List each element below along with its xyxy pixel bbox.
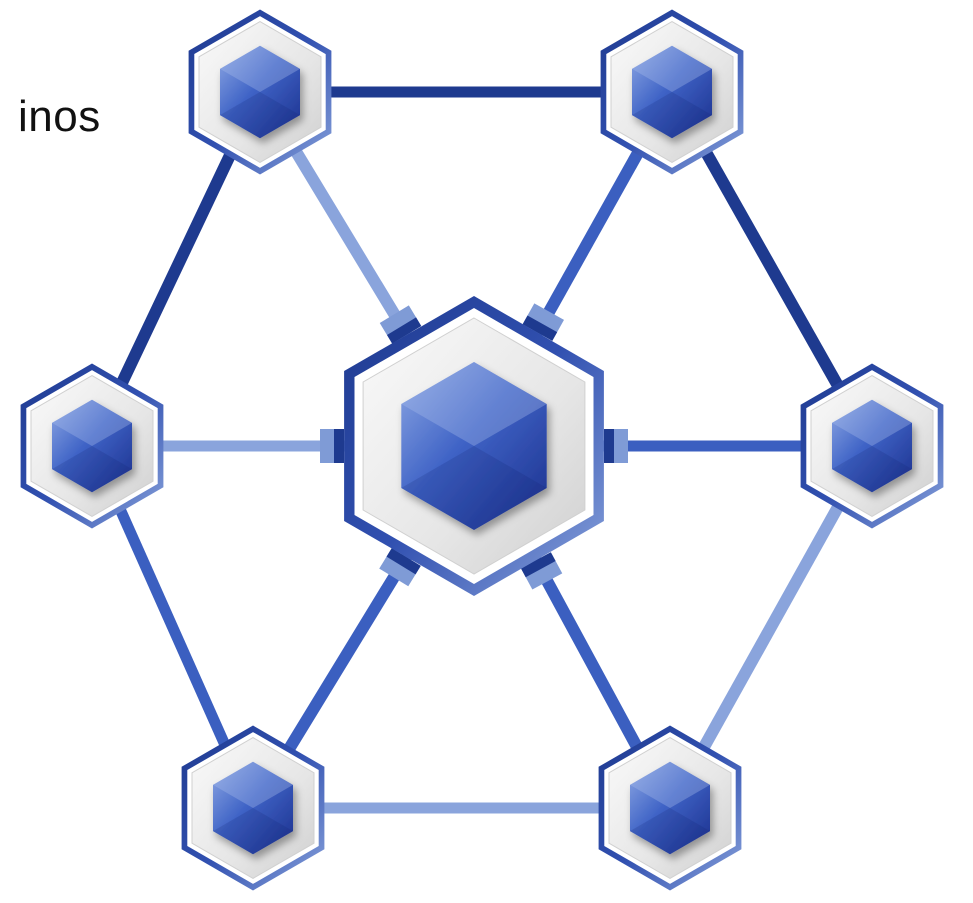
connector-edge — [386, 317, 422, 344]
connector-edge — [522, 315, 558, 341]
cube-top-face — [831, 399, 913, 446]
hexagon-cube-node-icon — [629, 761, 711, 855]
cube-bottom-face — [401, 446, 547, 530]
connector-edge — [604, 429, 614, 463]
cube-bottom-face — [831, 446, 913, 493]
cube-bottom-face — [629, 808, 711, 855]
node-top-left — [188, 9, 332, 175]
hexagon-cube-hub-icon — [401, 362, 547, 530]
cube-top-face — [631, 45, 713, 92]
hub-connector-top-left — [379, 305, 422, 344]
cube-top-face — [219, 45, 301, 92]
node-right — [800, 363, 944, 529]
hexagon-cube-node-icon — [219, 45, 301, 139]
hexagon-cube-node-icon — [51, 399, 133, 493]
connectors-layer — [320, 303, 628, 590]
cube-bottom-face — [212, 808, 294, 855]
hub-connector-bottom-left — [379, 548, 421, 587]
connector-edge — [520, 552, 556, 578]
cube-top-face — [401, 362, 547, 446]
hexagon-cube-node-icon — [631, 45, 713, 139]
hexagon-cube-node-icon — [212, 761, 294, 855]
hub-connector-left — [320, 429, 344, 463]
node-bottom-left — [181, 725, 325, 891]
nodes-layer — [20, 9, 944, 891]
hub-connector-top-right — [522, 303, 564, 341]
hub-connector-right — [604, 429, 628, 463]
cube-bottom-face — [51, 446, 133, 493]
cube-bottom-face — [219, 92, 301, 139]
node-bottom-right — [598, 725, 742, 891]
hub-node — [344, 296, 604, 596]
cube-bottom-face — [631, 92, 713, 139]
cube-top-face — [212, 761, 294, 808]
connector-edge — [334, 429, 344, 463]
hub-connector-bottom-right — [520, 552, 563, 590]
node-left — [20, 363, 164, 529]
hexagon-cube-node-icon — [831, 399, 913, 493]
connector-edge — [386, 548, 421, 575]
cube-top-face — [629, 761, 711, 808]
caption-fragment: inos — [18, 92, 101, 141]
cube-top-face — [51, 399, 133, 446]
node-top-right — [600, 9, 744, 175]
